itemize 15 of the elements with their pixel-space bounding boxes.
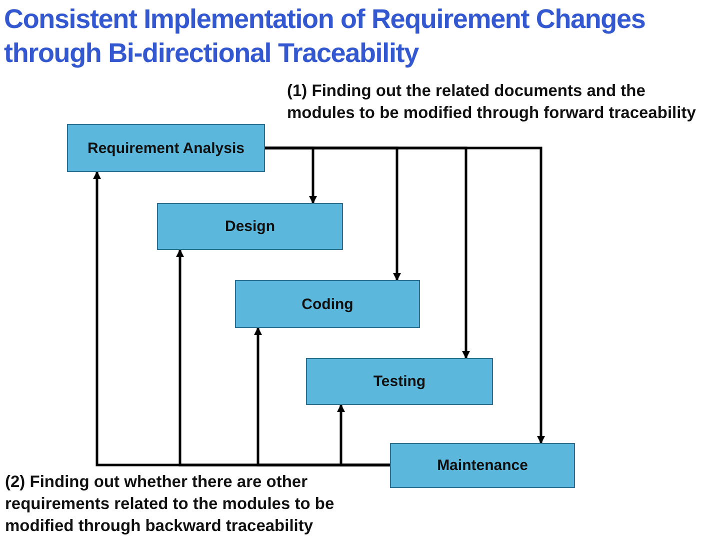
note-text: (2) Finding out whether there are other requirements related to the modules to be modified through backward traceability <box>5 472 336 537</box>
box-label: Requirement Analysis <box>88 138 244 158</box>
box-label: Design <box>224 217 275 236</box>
box-label: Maintenance <box>437 456 528 475</box>
process-box <box>306 358 493 405</box>
process-box <box>235 280 420 328</box>
arrow <box>337 404 390 466</box>
note-text: (1) Finding out the related documents and the modules to be modified through forward traceability <box>287 81 697 124</box>
box-label: Testing <box>373 372 426 391</box>
arrow <box>265 146 545 444</box>
title: Consistent Implementation of Requirement Changes through Bi-directional Traceability <box>4 3 646 70</box>
process-box <box>157 203 343 250</box>
box-label: Coding <box>302 294 354 314</box>
process-box <box>390 443 575 488</box>
process-box <box>67 124 265 172</box>
